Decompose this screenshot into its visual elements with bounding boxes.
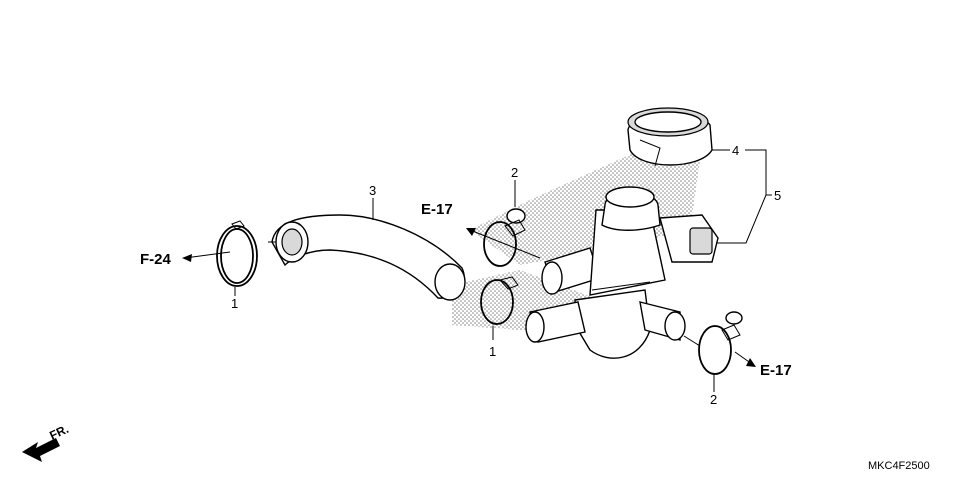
clip-upper — [483, 208, 526, 267]
valve-assembly — [525, 186, 719, 359]
leader-e17-upper — [469, 229, 541, 259]
callout-clip-right: 2 — [710, 392, 717, 407]
ref-upper: E-17 — [421, 201, 453, 218]
callout-clamp-left: 1 — [231, 296, 238, 311]
arrow-e17-upper — [466, 228, 476, 236]
callout-hose: 3 — [369, 183, 376, 198]
diagram-code: MKC4F2500 — [868, 460, 930, 472]
shade-upper — [470, 150, 700, 265]
clip-right — [698, 311, 743, 375]
ref-right: E-17 — [760, 362, 792, 379]
ref-left: F-24 — [140, 251, 172, 268]
leader-f24 — [184, 251, 231, 259]
hose — [271, 214, 466, 301]
leader-pipe-right — [683, 335, 701, 347]
clamp-left — [216, 220, 258, 287]
cap — [627, 107, 713, 167]
clamp-middle — [480, 276, 519, 325]
arrow-e17-right — [746, 358, 756, 367]
arrow-f24 — [182, 254, 192, 262]
direction-label: FR. — [47, 422, 70, 443]
callout-clip-upper: 2 — [511, 165, 518, 180]
leader-assembly-bracket — [716, 149, 767, 244]
front-direction-icon — [22, 438, 60, 462]
callout-clamp-middle: 1 — [489, 344, 496, 359]
callout-assembly: 5 — [774, 188, 781, 203]
callout-cap: 4 — [732, 143, 739, 158]
